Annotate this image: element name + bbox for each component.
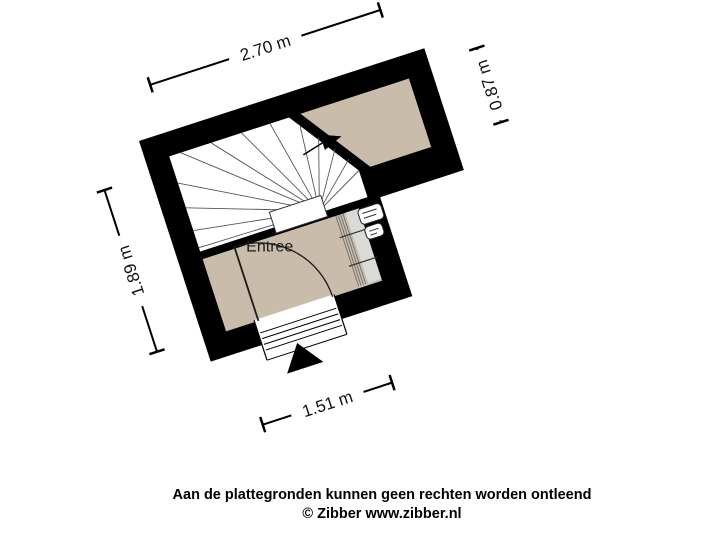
credit-text: © Zibber www.zibber.nl [302,506,462,522]
entree-floor [202,208,383,332]
stair-direction-arrow-icon [302,134,342,156]
radiator [335,208,382,287]
dimension-right: 0.87 m [467,44,511,126]
front-door-threshold [253,294,348,363]
dimension-bottom: 1.51 m [259,374,396,433]
upper-room-floor [300,78,432,167]
entrance-arrow-icon [287,343,324,374]
dimension-left: 1.89 m [96,186,166,356]
stair-area-floor [169,117,368,252]
door-swing [233,242,334,322]
meter-box-icon [357,203,385,225]
room-label: Entree [246,239,293,256]
stair-bottom-step [268,194,329,234]
meter-box-icon [364,222,385,240]
disclaimer-text: Aan de plattegronden kunnen geen rechten… [172,487,592,503]
floor-plan: Entree 2.70 m 1.89 m 0.87 m [96,2,511,433]
footer: Aan de plattegronden kunnen geen rechten… [0,486,720,523]
